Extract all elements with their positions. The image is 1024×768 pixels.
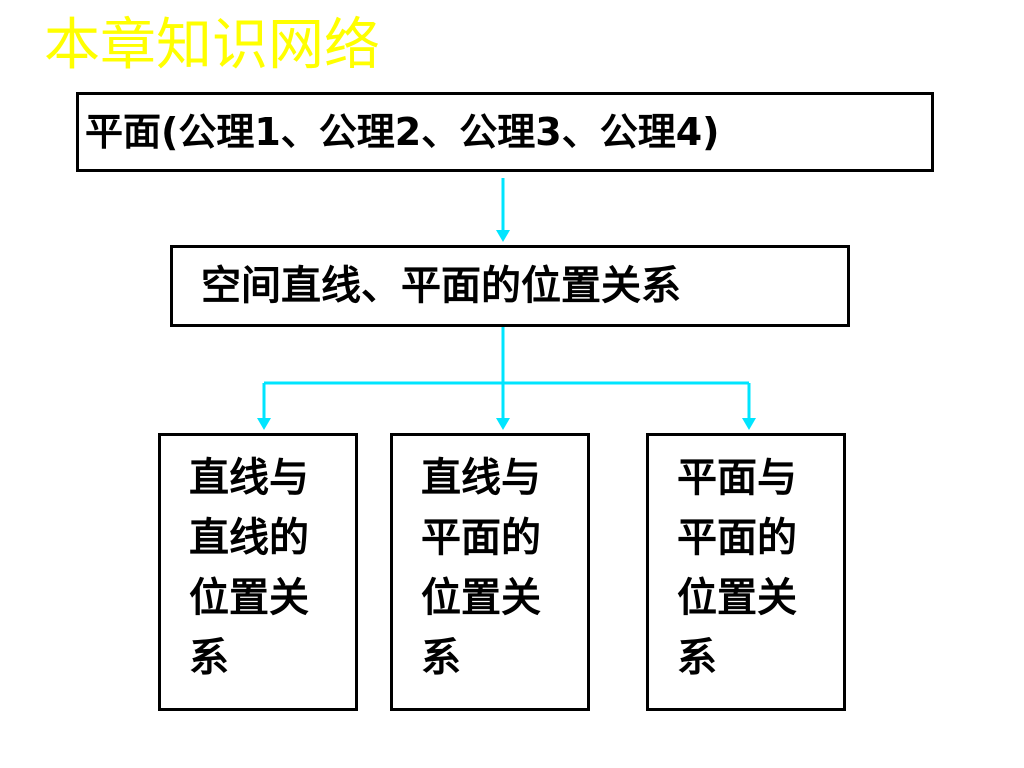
arrowhead-leaf-1: [257, 418, 271, 430]
plane-plane-relation-box: 平面与平面的位置关系: [646, 433, 846, 711]
spatial-relations-box: 空间直线、平面的位置关系: [170, 245, 850, 327]
arrowhead-top: [496, 230, 510, 242]
arrowhead-leaf-2: [496, 418, 510, 430]
line-line-relation-box: 直线与直线的位置关系: [158, 433, 358, 711]
arrowhead-leaf-3: [742, 418, 756, 430]
axioms-box: 平面(公理1、公理2、公理3、公理4): [76, 92, 934, 172]
page-title: 本章知识网络: [44, 13, 380, 78]
line-plane-relation-box: 直线与平面的位置关系: [390, 433, 590, 711]
